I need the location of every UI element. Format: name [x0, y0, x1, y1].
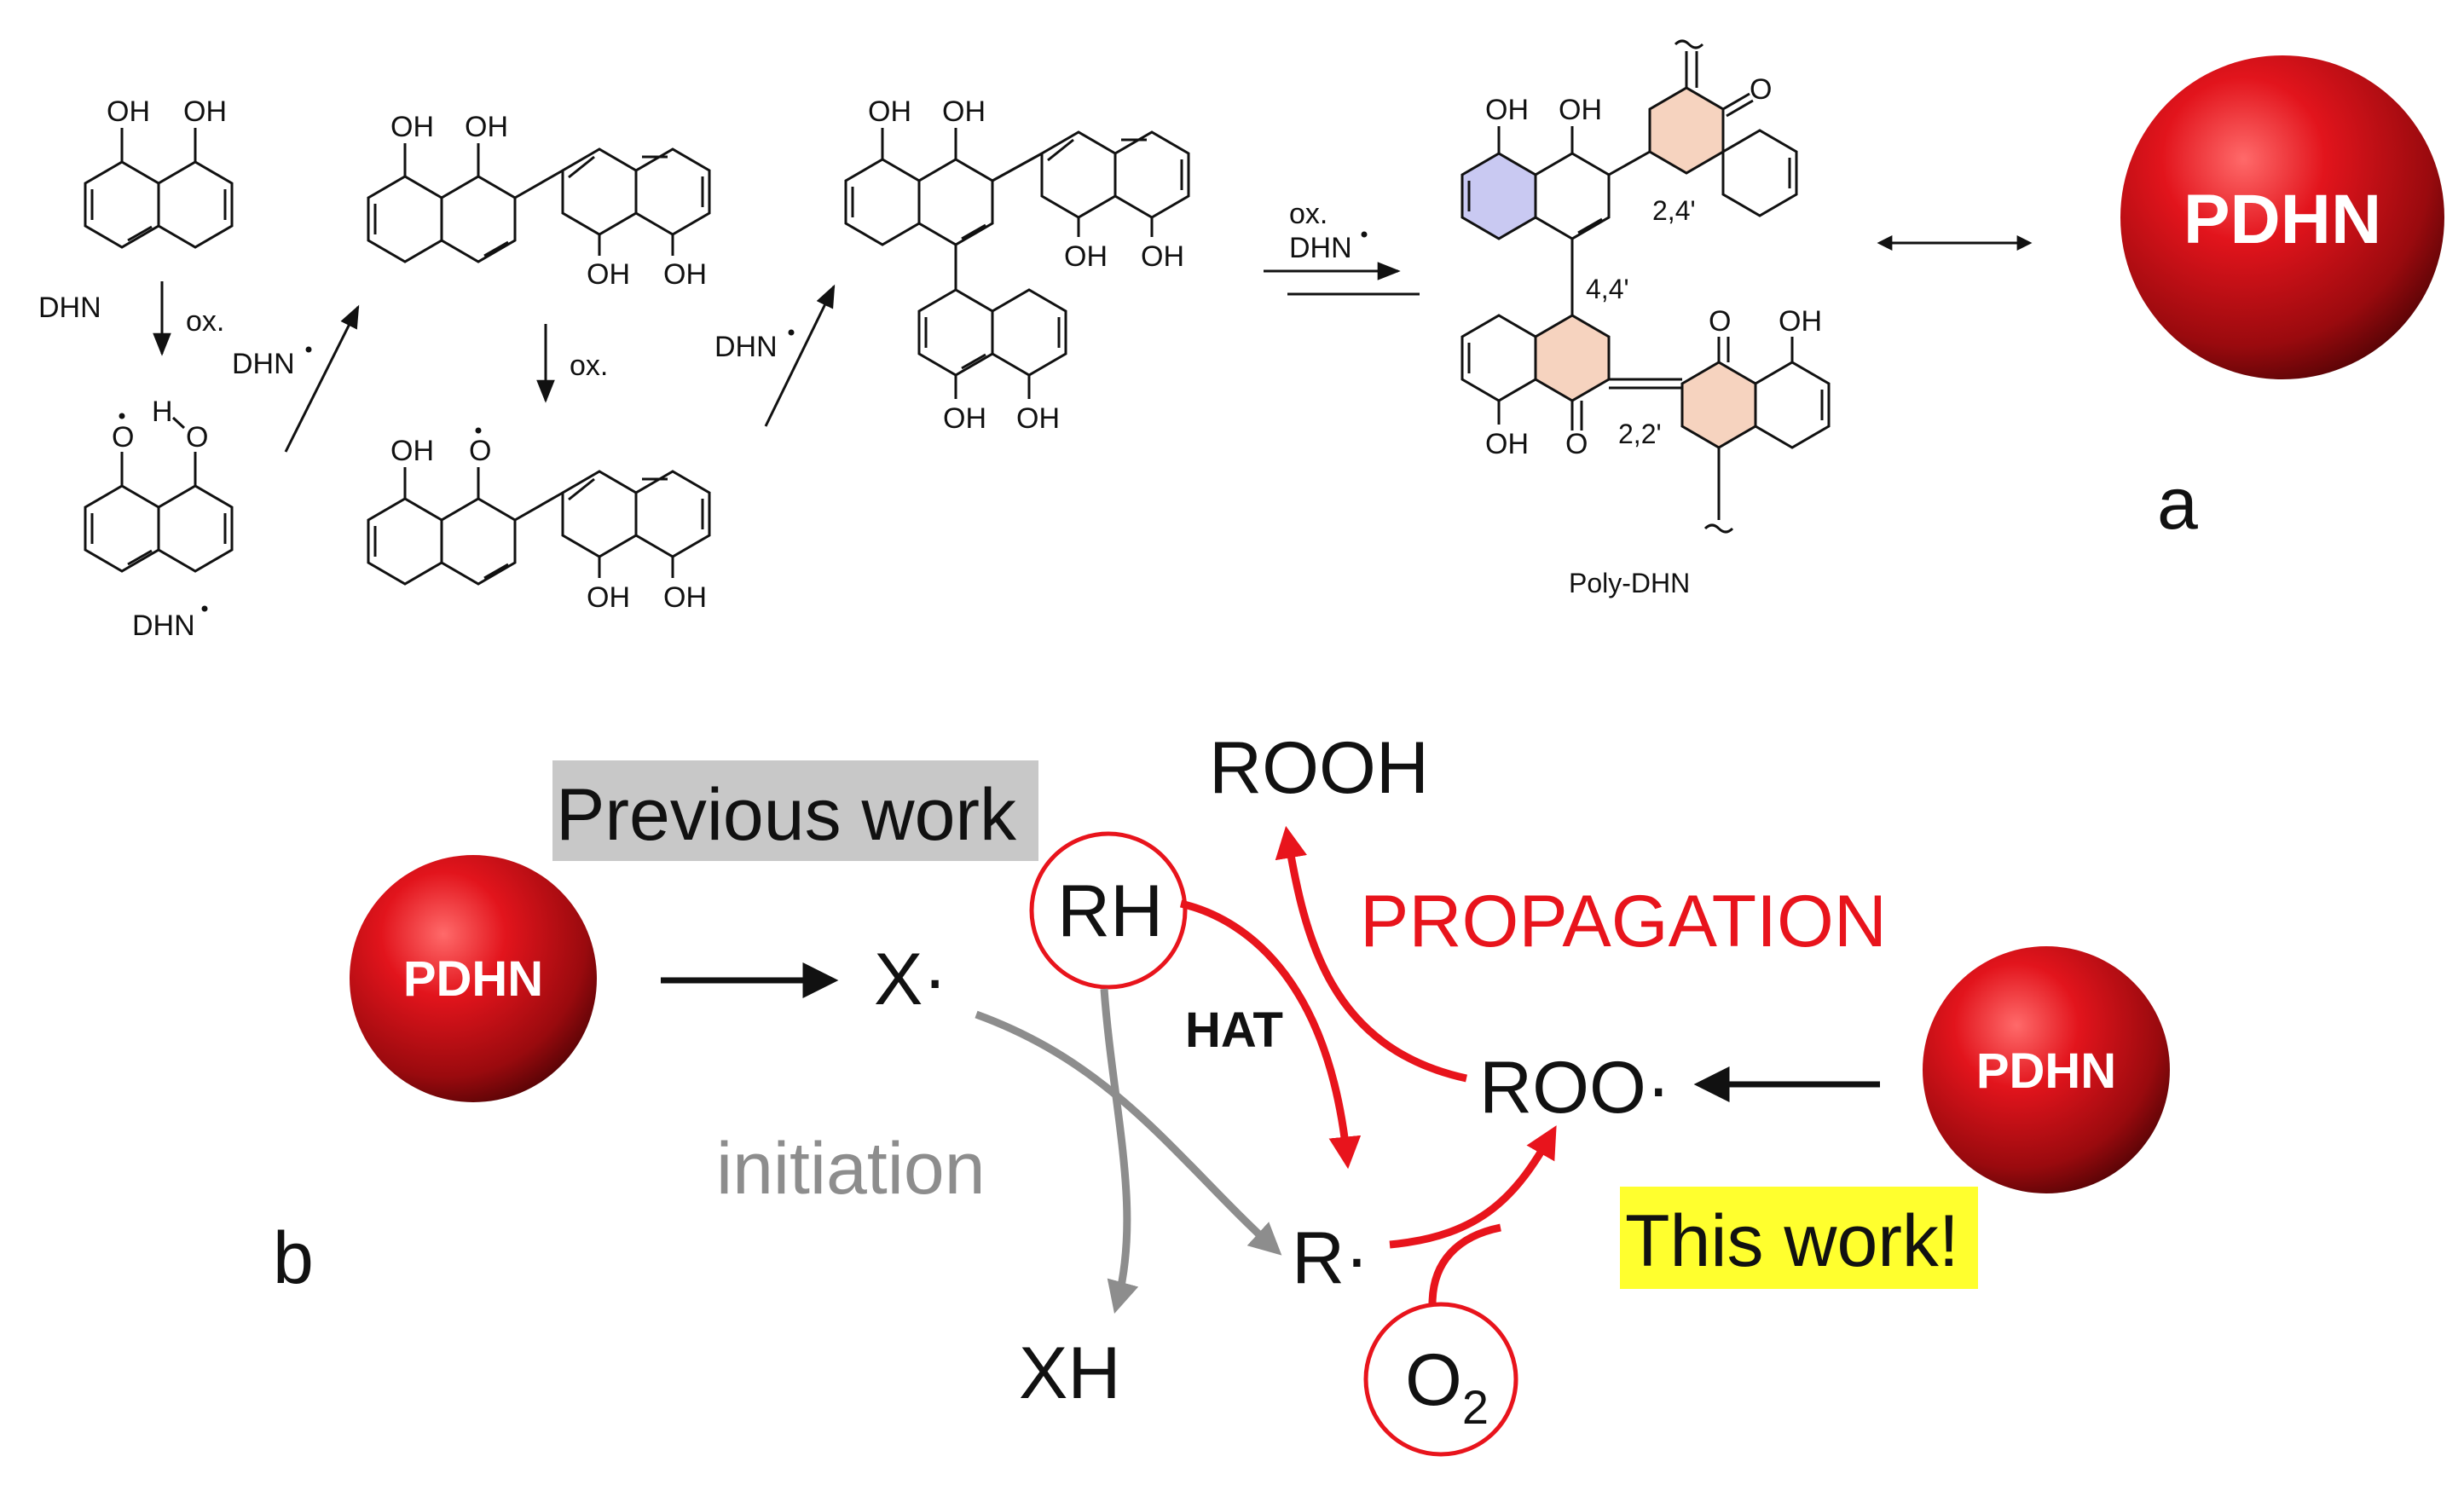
initiation-label: initiation — [716, 1128, 986, 1210]
oh-label: OH — [1141, 240, 1184, 273]
linkage-2-4-label: 2,4' — [1652, 195, 1696, 226]
coupling-arrow — [764, 284, 836, 427]
dhn-monomer-label: DHN — [38, 292, 101, 324]
rh-circle — [1029, 831, 1188, 990]
ox-label: ox. — [186, 305, 224, 338]
o2-circle — [1363, 1302, 1518, 1457]
oh-label: OH — [1779, 305, 1822, 338]
oh-label: OH — [663, 581, 707, 614]
pdhn-nanoparticle-a: PDHN — [2120, 55, 2444, 379]
oh-label: OH — [183, 95, 227, 128]
pdhn-sphere — [1923, 946, 2170, 1193]
r-radical-label: R· — [1292, 1217, 1369, 1299]
dhn-reagent-label: DHN — [714, 331, 778, 363]
r-to-roo-arrow — [1389, 1125, 1557, 1249]
polymer-label: Poly-DHN — [1569, 568, 1690, 598]
pdhn-sphere — [2120, 55, 2444, 379]
pdhn-label: PDHN — [403, 951, 543, 1007]
pdhn-label: PDHN — [2183, 181, 2381, 258]
o2-addition-line — [1428, 1223, 1501, 1305]
panel-a-letter: a — [2157, 463, 2198, 545]
xh-label: XH — [1019, 1332, 1120, 1414]
o-label: O — [1709, 305, 1731, 338]
panel-b-letter: b — [273, 1217, 314, 1299]
o2-subscript: 2 — [1462, 1380, 1489, 1434]
dhn-dimer: OH OH OH OH — [367, 111, 711, 291]
oh-label: OH — [1064, 240, 1108, 273]
hat-arrow-to-r — [1179, 899, 1362, 1170]
o2-base: O — [1405, 1339, 1462, 1421]
oh-label: OH — [868, 95, 911, 128]
oh-label: OH — [465, 111, 508, 143]
previous-work-highlight — [552, 760, 1038, 861]
radical-dot — [1361, 231, 1368, 238]
linkage-2-2-label: 2,2' — [1618, 419, 1662, 449]
propagation-label: PROPAGATION — [1360, 881, 1887, 962]
oh-label: OH — [107, 95, 150, 128]
ox-label: ox. — [570, 350, 608, 382]
oh-label: OH — [942, 95, 986, 128]
x-radical-label: X· — [874, 939, 947, 1020]
radical-dot — [305, 346, 312, 353]
panel-a: OH OH DHN ox. O O H DHN DHN — [38, 39, 2444, 642]
oh-label: OH — [1016, 402, 1060, 435]
o-label: O — [186, 421, 208, 454]
radical-dot — [475, 427, 482, 434]
initiation-arrow-to-xh — [1100, 988, 1139, 1314]
dhn-reagent-label: DHN — [232, 348, 295, 380]
panel-b: Previous work This work! PDHN X· PDHN RH… — [273, 727, 2170, 1457]
oh-label: OH — [1559, 94, 1602, 126]
h-label: H — [152, 396, 173, 428]
coupling-arrow — [284, 304, 360, 453]
this-work-label: This work! — [1625, 1200, 1959, 1282]
ox-label: ox. — [1289, 198, 1327, 230]
poly-dhn-structure: OH OH O 2,4' 4,4' OH O 2,2' — [1460, 39, 1831, 598]
propagation-arrow-to-rooh — [1275, 825, 1467, 1083]
oh-label: OH — [943, 402, 986, 435]
oh-label: OH — [1485, 428, 1529, 460]
initiation-arrow-to-r — [975, 1010, 1282, 1256]
roo-radical-label: ROO· — [1479, 1047, 1671, 1129]
linkage-4-4-label: 4,4' — [1586, 274, 1629, 304]
o-label: O — [1750, 73, 1772, 106]
hat-label: HAT — [1185, 1003, 1283, 1058]
oh-label: OH — [1485, 94, 1529, 126]
dhn-radical: O O H DHN — [84, 396, 234, 642]
o-label: O — [112, 421, 134, 454]
rooh-label: ROOH — [1209, 727, 1429, 809]
o2-label: O2 — [1405, 1339, 1489, 1434]
this-work-highlight — [1620, 1187, 1978, 1289]
o-label: O — [469, 435, 491, 467]
oh-label: OH — [587, 258, 630, 291]
previous-work-label: Previous work — [556, 774, 1017, 856]
oh-label: OH — [663, 258, 707, 291]
pdhn-nanoparticle-left: PDHN — [350, 855, 597, 1102]
radical-dot — [788, 329, 795, 336]
pdhn-nanoparticle-right: PDHN — [1923, 946, 2170, 1193]
dhn-trimer: OH OH OH OH OH OH — [844, 95, 1190, 435]
rh-label: RH — [1057, 870, 1163, 952]
pdhn-label: PDHN — [1976, 1043, 2116, 1099]
oh-label: OH — [390, 435, 434, 467]
oh-label: OH — [390, 111, 434, 143]
o-label: O — [1565, 428, 1588, 460]
dhn-reagent-label: DHN — [1289, 232, 1352, 264]
pdhn-sphere — [350, 855, 597, 1102]
dhn-radical-label: DHN — [132, 610, 195, 642]
dhn-dimer-radical: OH O OH OH — [367, 427, 711, 614]
radical-dot — [201, 605, 208, 612]
dhn-monomer: OH OH DHN — [38, 95, 234, 324]
oh-label: OH — [587, 581, 630, 614]
radical-dot — [119, 413, 125, 419]
